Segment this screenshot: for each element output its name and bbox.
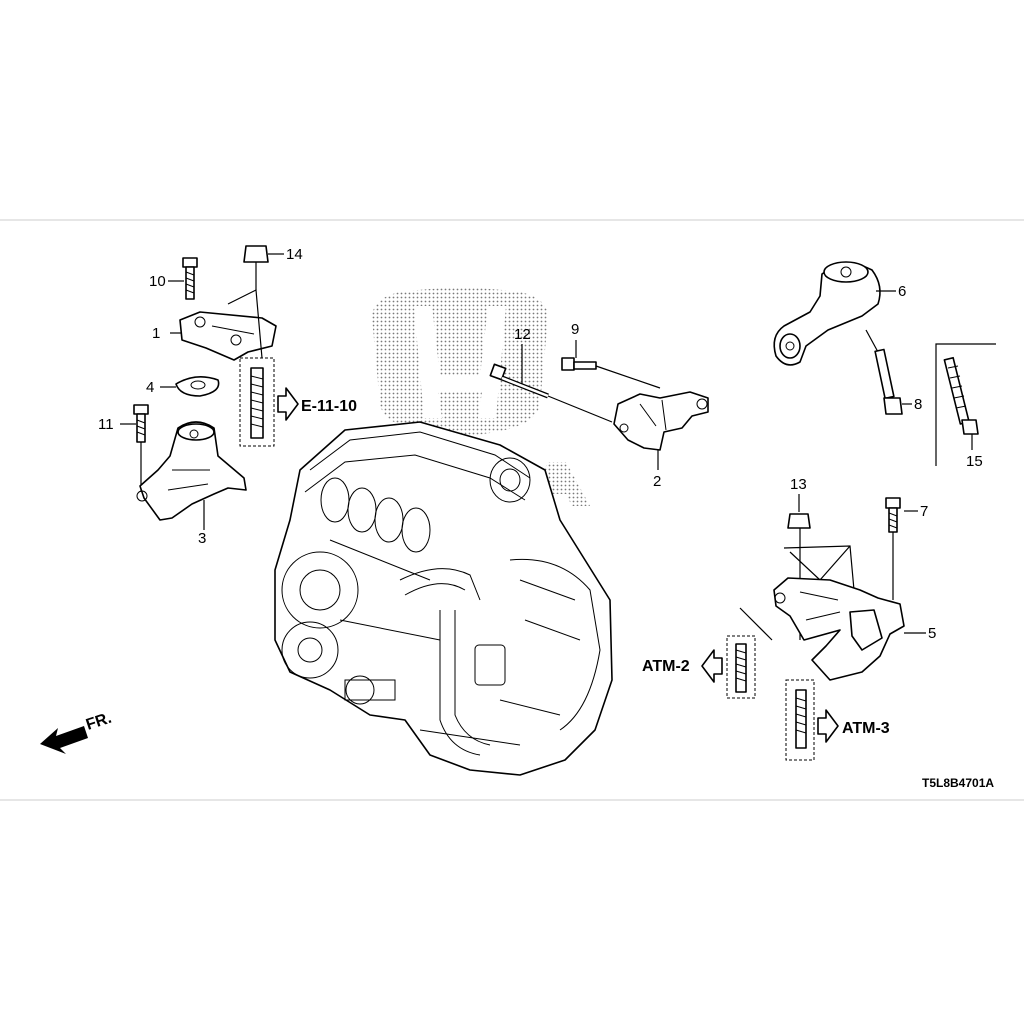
engine-assembly-drawing	[274, 421, 613, 776]
callout-5: 5	[928, 625, 936, 642]
diagram-code: T5L8B4701A	[922, 776, 994, 790]
stud-atm-2-drawing	[701, 607, 773, 699]
callout-10: 10	[149, 273, 166, 290]
bolt-10-drawing	[182, 257, 198, 300]
callout-12: 12	[514, 326, 531, 343]
ref-e-11-10: E-11-10	[301, 398, 357, 415]
front-label: FR.	[84, 710, 114, 734]
arrow-e-11-10	[277, 387, 299, 421]
callout-11: 11	[98, 416, 114, 433]
callout-15: 15	[966, 453, 983, 470]
ref-atm-2: ATM-2	[642, 658, 690, 675]
torque-rod-6-drawing	[773, 261, 881, 366]
front-direction-arrow	[40, 726, 88, 754]
callout-4: 4	[146, 379, 154, 396]
bracket-2-drawing	[613, 391, 709, 451]
callout-13: 13	[790, 476, 807, 493]
ref-atm-3: ATM-3	[842, 720, 890, 737]
callout-8: 8	[914, 396, 922, 413]
nut-13-drawing	[787, 513, 811, 529]
bolt-15-drawing	[935, 343, 996, 466]
callout-9: 9	[571, 321, 579, 338]
transmission-mount-5-drawing	[773, 528, 905, 681]
bolt-7-drawing	[885, 497, 901, 600]
callout-6: 6	[898, 283, 906, 300]
diagram-frame	[0, 219, 1024, 801]
callout-2: 2	[653, 473, 661, 490]
callout-7: 7	[920, 503, 928, 520]
bolt-8-drawing	[865, 329, 903, 415]
callout-1: 1	[152, 325, 160, 342]
nut-14-drawing	[239, 245, 275, 447]
bolt-12-drawing	[489, 363, 613, 423]
callout-3: 3	[198, 530, 206, 547]
washer-4-drawing	[175, 376, 220, 397]
bracket-1-drawing	[179, 311, 277, 361]
callout-14: 14	[286, 246, 303, 263]
engine-mount-3-drawing	[136, 421, 247, 521]
stud-atm-3-drawing	[785, 679, 839, 761]
bolt-9-drawing	[561, 357, 661, 389]
bolt-11-drawing	[133, 404, 149, 492]
